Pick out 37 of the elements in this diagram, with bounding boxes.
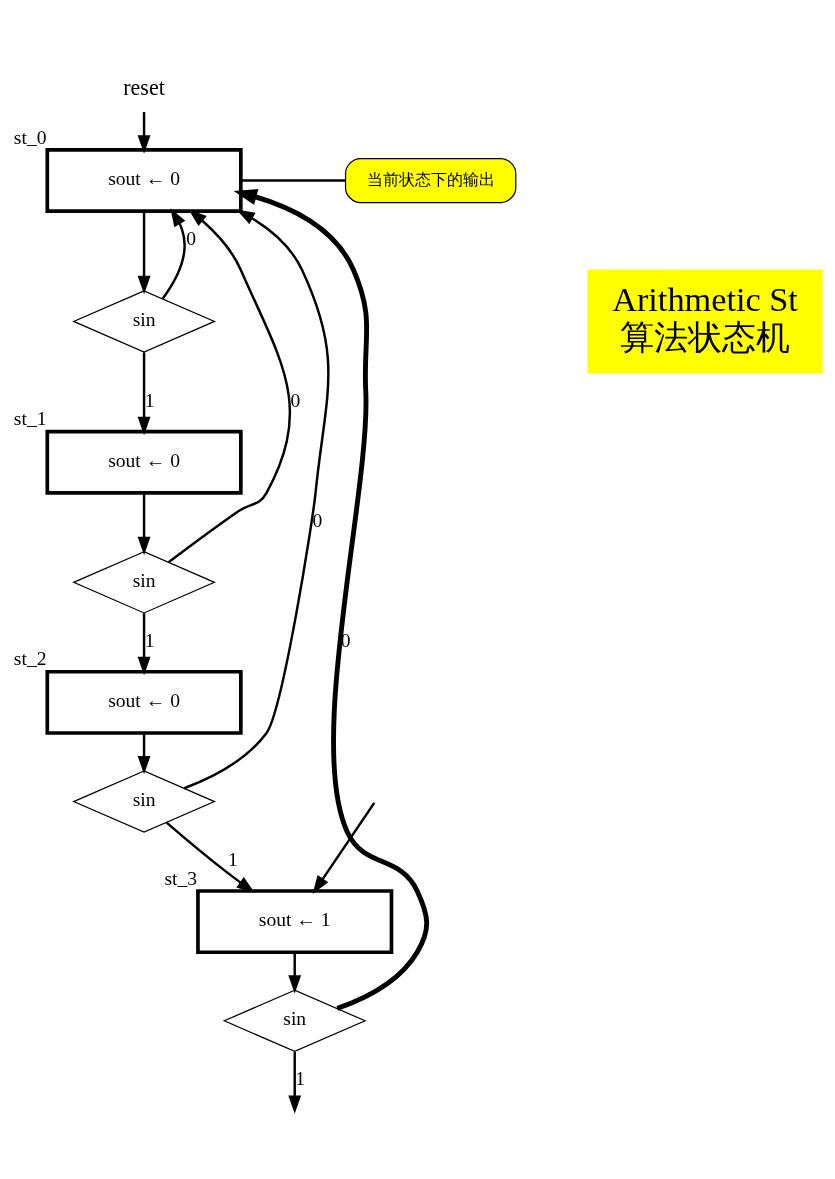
- arrow: [165, 821, 255, 893]
- edge-label: 1: [227, 849, 238, 871]
- node-text: reset: [123, 75, 165, 101]
- arrow: [137, 613, 151, 676]
- node-box: sout ← 0: [45, 429, 243, 495]
- arrow: [137, 352, 151, 436]
- edge-label: 1: [295, 1068, 306, 1090]
- arrow: [137, 112, 151, 154]
- edge-label: 1: [144, 629, 155, 651]
- node-diamond: sin: [72, 770, 216, 833]
- arrow: [137, 493, 151, 556]
- arrow: [137, 211, 151, 295]
- arrow: [161, 208, 186, 300]
- arrow: [288, 952, 302, 994]
- node-box: sout ← 0: [45, 148, 243, 214]
- node-box: Arithmetic St 算法状态机: [587, 269, 823, 374]
- edge-label: 0: [290, 389, 301, 411]
- node-diamond: sin: [72, 290, 216, 353]
- node-box: 当前状态下的输出: [344, 157, 517, 204]
- node-label: st_2: [13, 648, 47, 670]
- edge-label: 0: [186, 228, 197, 250]
- node-label: st_3: [164, 867, 198, 889]
- connector: [240, 179, 346, 182]
- node-box: sout ← 0: [45, 669, 243, 735]
- edge-label: 0: [312, 509, 323, 531]
- node-diamond: sin: [72, 551, 216, 614]
- node-diamond: sin: [222, 989, 367, 1053]
- arrow: [233, 189, 430, 1011]
- arrow: [183, 209, 330, 790]
- node-label: st_0: [13, 126, 47, 148]
- edge-label: 1: [144, 389, 155, 411]
- arrow: [137, 733, 151, 775]
- arrow: [312, 802, 376, 894]
- arrow: [288, 1051, 302, 1114]
- node-box: sout ← 1: [196, 889, 394, 955]
- arrow: [167, 209, 291, 564]
- node-label: st_1: [13, 408, 47, 430]
